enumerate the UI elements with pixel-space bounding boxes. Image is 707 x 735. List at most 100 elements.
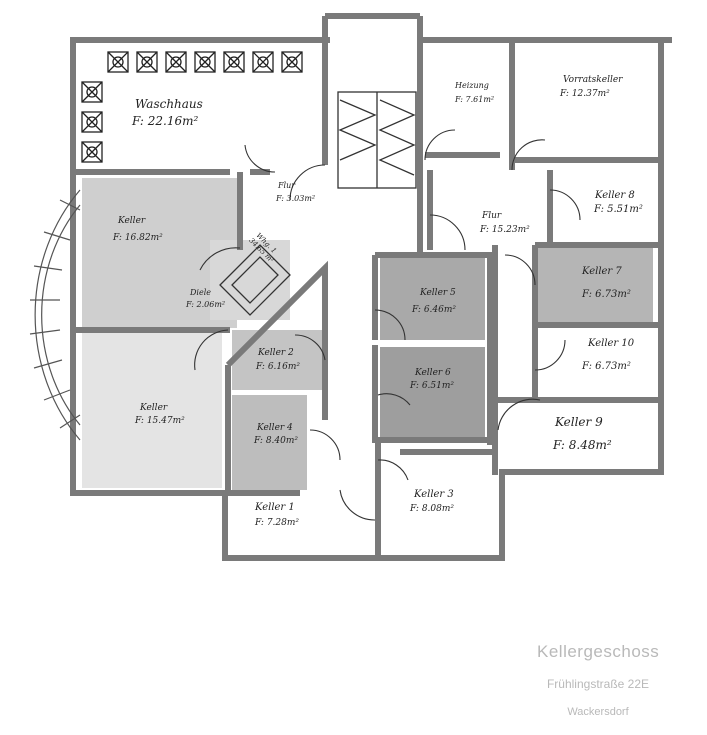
staircase-main bbox=[337, 91, 417, 189]
room-area-keller9: F: 8.48m² bbox=[552, 438, 612, 452]
door-swing bbox=[511, 139, 546, 171]
staircase-small bbox=[219, 244, 291, 316]
wash-unit bbox=[252, 51, 274, 73]
room-area-keller2: F: 6.16m² bbox=[255, 362, 300, 372]
door-swing bbox=[199, 247, 241, 271]
room-area-keller7: F: 6.73m² bbox=[581, 289, 631, 300]
walls bbox=[70, 13, 672, 561]
room-name-keller-left-top: Keller bbox=[117, 216, 146, 226]
bay-inner-arc bbox=[41, 204, 81, 426]
room-area-diele: F: 2.06m² bbox=[185, 300, 225, 309]
shade-keller7 bbox=[536, 246, 653, 322]
door-swing bbox=[504, 254, 536, 286]
doors bbox=[194, 129, 581, 521]
bay-tick bbox=[33, 265, 63, 271]
shade-keller2 bbox=[232, 330, 322, 390]
room-area-keller3: F: 8.08m² bbox=[409, 504, 454, 514]
door-swing bbox=[244, 144, 276, 173]
plan-street: Frühlingstraße 22E bbox=[546, 677, 650, 691]
room-area-keller4: F: 8.40m² bbox=[253, 436, 298, 446]
room-area-keller8: F: 5.51m² bbox=[593, 204, 643, 215]
room-name-keller1: Keller 1 bbox=[254, 502, 295, 513]
room-name-keller5: Keller 5 bbox=[419, 288, 456, 298]
room-name-keller-left-bottom: Keller bbox=[139, 403, 168, 413]
room-area-keller1: F: 7.28m² bbox=[254, 518, 299, 528]
wash-unit bbox=[136, 51, 158, 73]
room-name-keller7: Keller 7 bbox=[581, 266, 622, 277]
door-swing bbox=[497, 398, 541, 431]
shade-stair bbox=[210, 240, 290, 320]
bay-tick bbox=[59, 199, 81, 211]
door-swing bbox=[534, 339, 566, 371]
shade-keller6 bbox=[380, 347, 485, 437]
shaded-areas bbox=[82, 178, 653, 490]
room-name-keller4: Keller 4 bbox=[256, 423, 293, 433]
shade-keller-left-bottom bbox=[82, 333, 222, 488]
room-area-heizung: F: 7.61m² bbox=[454, 95, 494, 104]
room-area-keller-left-bottom: F: 15.47m² bbox=[134, 416, 185, 426]
room-area-flur1: F: 3.03m² bbox=[275, 194, 315, 203]
wash-unit bbox=[81, 141, 103, 163]
wall-diagonal bbox=[225, 260, 328, 420]
room-name-keller6: Keller 6 bbox=[414, 368, 451, 378]
bay-window bbox=[29, 189, 81, 441]
room-area-keller-left-top: F: 16.82m² bbox=[112, 233, 163, 243]
room-name-keller10: Keller 10 bbox=[587, 338, 635, 349]
shade-keller4 bbox=[232, 395, 307, 490]
wall-heizung bbox=[425, 40, 658, 170]
bay-tick bbox=[33, 359, 63, 369]
door-swing bbox=[549, 189, 581, 221]
wall-keller3 bbox=[375, 440, 495, 555]
room-name-heizung: Heizung bbox=[454, 81, 489, 90]
room-name-flur1: Flur bbox=[277, 181, 296, 190]
bay-tick bbox=[43, 231, 71, 241]
shade-keller5 bbox=[380, 258, 485, 340]
bay-tick bbox=[43, 389, 71, 401]
stair-zigzag bbox=[338, 99, 416, 176]
wall-flur-divider bbox=[427, 170, 553, 250]
room-area-vorratskeller: F: 12.37m² bbox=[559, 89, 610, 99]
door-swing bbox=[289, 164, 326, 201]
wash-unit bbox=[81, 111, 103, 133]
plan-title: Kellergeschoss bbox=[537, 642, 660, 661]
stair-small-inner bbox=[231, 256, 279, 304]
wash-unit bbox=[165, 51, 187, 73]
door-swing bbox=[377, 393, 411, 406]
bay-outer-arc bbox=[34, 189, 81, 441]
wall-stair-left bbox=[322, 16, 423, 255]
room-name-keller2: Keller 2 bbox=[257, 348, 294, 358]
stair-small-outline bbox=[219, 244, 291, 316]
room-name-waschhaus: Waschhaus bbox=[135, 97, 203, 111]
bay-tick bbox=[59, 414, 81, 429]
room-area-keller6: F: 6.51m² bbox=[409, 381, 454, 391]
wash-unit bbox=[107, 51, 129, 73]
door-swing bbox=[309, 429, 341, 461]
room-area-keller10: F: 6.73m² bbox=[581, 361, 631, 372]
wash-units bbox=[81, 51, 303, 163]
door-swing bbox=[374, 309, 406, 341]
wash-unit bbox=[194, 51, 216, 73]
wash-unit bbox=[281, 51, 303, 73]
room-name-vorratskeller: Vorratskeller bbox=[563, 75, 623, 85]
room-name-flur2: Flur bbox=[481, 211, 502, 221]
room-name-diele: Diele bbox=[189, 288, 211, 297]
door-swing bbox=[424, 129, 456, 161]
wash-unit bbox=[223, 51, 245, 73]
wash-unit bbox=[81, 81, 103, 103]
door-swing bbox=[377, 459, 409, 481]
room-name-keller3: Keller 3 bbox=[413, 489, 454, 500]
room-area-keller5: F: 6.46m² bbox=[411, 305, 456, 315]
door-swing bbox=[339, 489, 376, 521]
room-name-keller9: Keller 9 bbox=[554, 415, 603, 429]
door-swing bbox=[194, 329, 229, 371]
door-swing bbox=[294, 334, 326, 361]
room-area-waschhaus: F: 22.16m² bbox=[131, 114, 198, 128]
door-swing bbox=[429, 214, 466, 251]
room-area-flur2: F: 15.23m² bbox=[479, 225, 530, 235]
outer-wall-left bbox=[70, 40, 664, 561]
wall-right-rooms bbox=[498, 242, 658, 403]
bay-tick bbox=[29, 329, 61, 335]
room-name-keller8: Keller 8 bbox=[594, 190, 635, 201]
plan-town: Wackersdorf bbox=[567, 706, 629, 718]
